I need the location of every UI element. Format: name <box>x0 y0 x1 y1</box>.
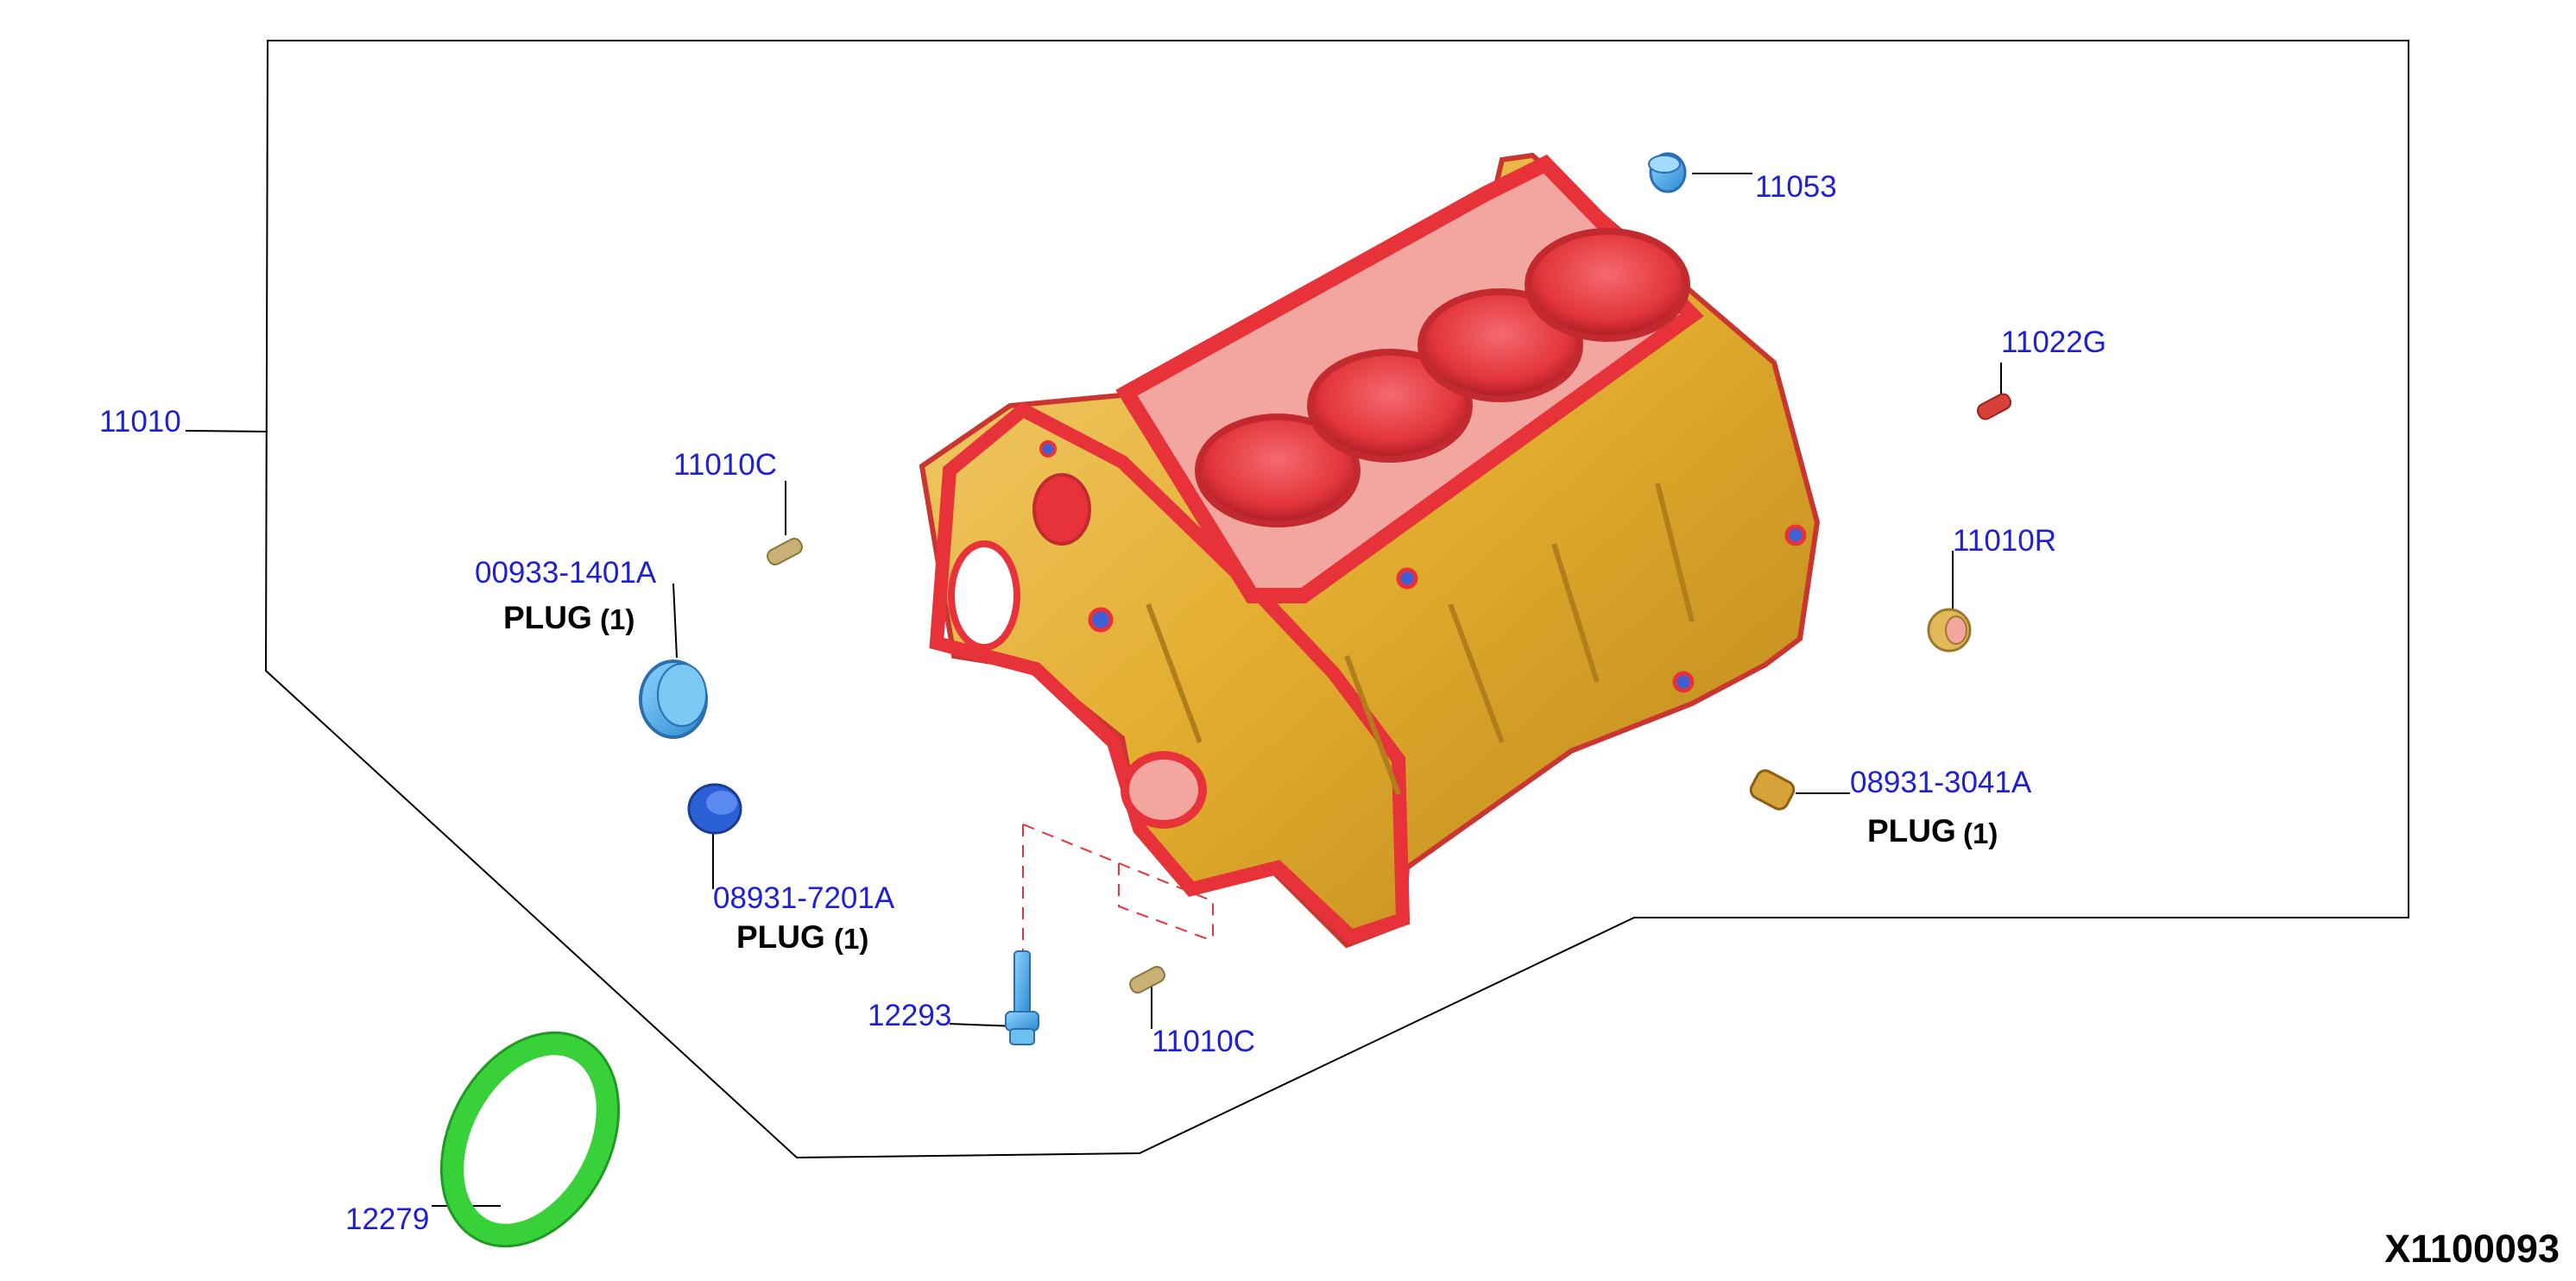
part-12293-bolt[interactable] <box>1005 950 1039 1045</box>
front-side-hole <box>1032 473 1091 546</box>
callout-11010r[interactable]: 11010R <box>1953 524 2056 558</box>
crank-seal-opening <box>1121 751 1207 829</box>
part-11010r-plug[interactable] <box>1927 608 1972 653</box>
part-08931-7201a-plug[interactable] <box>687 783 742 835</box>
plug-11010r-face <box>1945 615 1967 645</box>
bolt-12293-shank <box>1013 950 1031 1017</box>
boss-3 <box>1784 524 1807 546</box>
part-08931-3041a-plug[interactable] <box>1748 767 1797 812</box>
part-12279-seal-ring[interactable] <box>406 1002 653 1278</box>
cylinder-bore-2 <box>1307 349 1473 463</box>
plug-label-00933-text: PLUG <box>503 600 592 635</box>
callout-08931-3041a[interactable]: 08931-3041A <box>1850 766 2032 799</box>
plug-label-3041a-text: PLUG <box>1867 813 1956 849</box>
seal-12279-outer <box>441 1032 619 1246</box>
dowel-top-body <box>767 538 803 565</box>
boss-5 <box>1039 440 1057 458</box>
install-guide-dashed <box>1022 824 1214 951</box>
boss-4 <box>1672 671 1695 693</box>
part-00933-1401a-plug[interactable] <box>639 659 708 739</box>
plug-00933-face <box>657 663 707 727</box>
leader-lines <box>185 173 2002 1207</box>
bolt-12293-head <box>1005 1011 1039 1032</box>
plug-label-08931-7201a: PLUG (1) <box>736 919 868 955</box>
cylinder-block-11010[interactable] <box>919 152 1821 949</box>
plug-3041a-body <box>1749 769 1796 811</box>
figure-id: X1100093 <box>2384 1227 2560 1271</box>
plug-label-08931-3041a: PLUG (1) <box>1867 813 1998 849</box>
callout-11010c-top[interactable]: 11010C <box>673 448 777 482</box>
cylinder-bore-3 <box>1417 288 1583 402</box>
dowel-bottom-body <box>1129 966 1165 994</box>
part-11010c-top-dowel[interactable] <box>765 536 805 567</box>
block-front-face <box>929 401 1411 945</box>
block-ribs <box>1146 483 1695 796</box>
leader-11010 <box>185 430 268 432</box>
boss-1 <box>1088 607 1114 633</box>
cylinder-bore-4 <box>1525 228 1690 342</box>
callout-08931-7201a[interactable]: 08931-7201A <box>713 881 895 915</box>
callout-11053[interactable]: 11053 <box>1755 170 1837 204</box>
leader-00933 <box>672 583 678 659</box>
plug-label-7201a-qty: (1) <box>834 923 868 955</box>
callout-11010[interactable]: 11010 <box>99 405 181 439</box>
pin-11022g-body <box>1976 393 2012 420</box>
plug-label-3041a-qty: (1) <box>1963 817 1998 849</box>
part-11053-cup[interactable] <box>1648 152 1687 193</box>
callout-12293[interactable]: 12293 <box>868 999 951 1032</box>
part-11010c-bottom-dowel[interactable] <box>1127 964 1167 995</box>
callout-00933-1401a[interactable]: 00933-1401A <box>475 556 657 590</box>
callout-11010c-bottom[interactable]: 11010C <box>1152 1025 1255 1058</box>
cylinder-bore-1 <box>1195 413 1361 527</box>
part-11022g-pin[interactable] <box>1975 392 2013 422</box>
bolt-12293-flange <box>1009 1028 1035 1045</box>
plug-7201a-top <box>706 791 737 815</box>
boss-2 <box>1396 567 1418 590</box>
group-frame-outline <box>264 40 2409 1159</box>
plug-label-7201a-text: PLUG <box>736 919 825 955</box>
cup-11053-top <box>1648 155 1681 174</box>
plug-label-00933: PLUG (1) <box>503 600 635 635</box>
callout-12279[interactable]: 12279 <box>345 1202 429 1236</box>
callout-11022g[interactable]: 11022G <box>2001 325 2106 359</box>
plug-label-00933-qty: (1) <box>600 603 635 635</box>
seal-12279-edge <box>439 1031 621 1248</box>
front-side-cavity <box>948 540 1020 651</box>
